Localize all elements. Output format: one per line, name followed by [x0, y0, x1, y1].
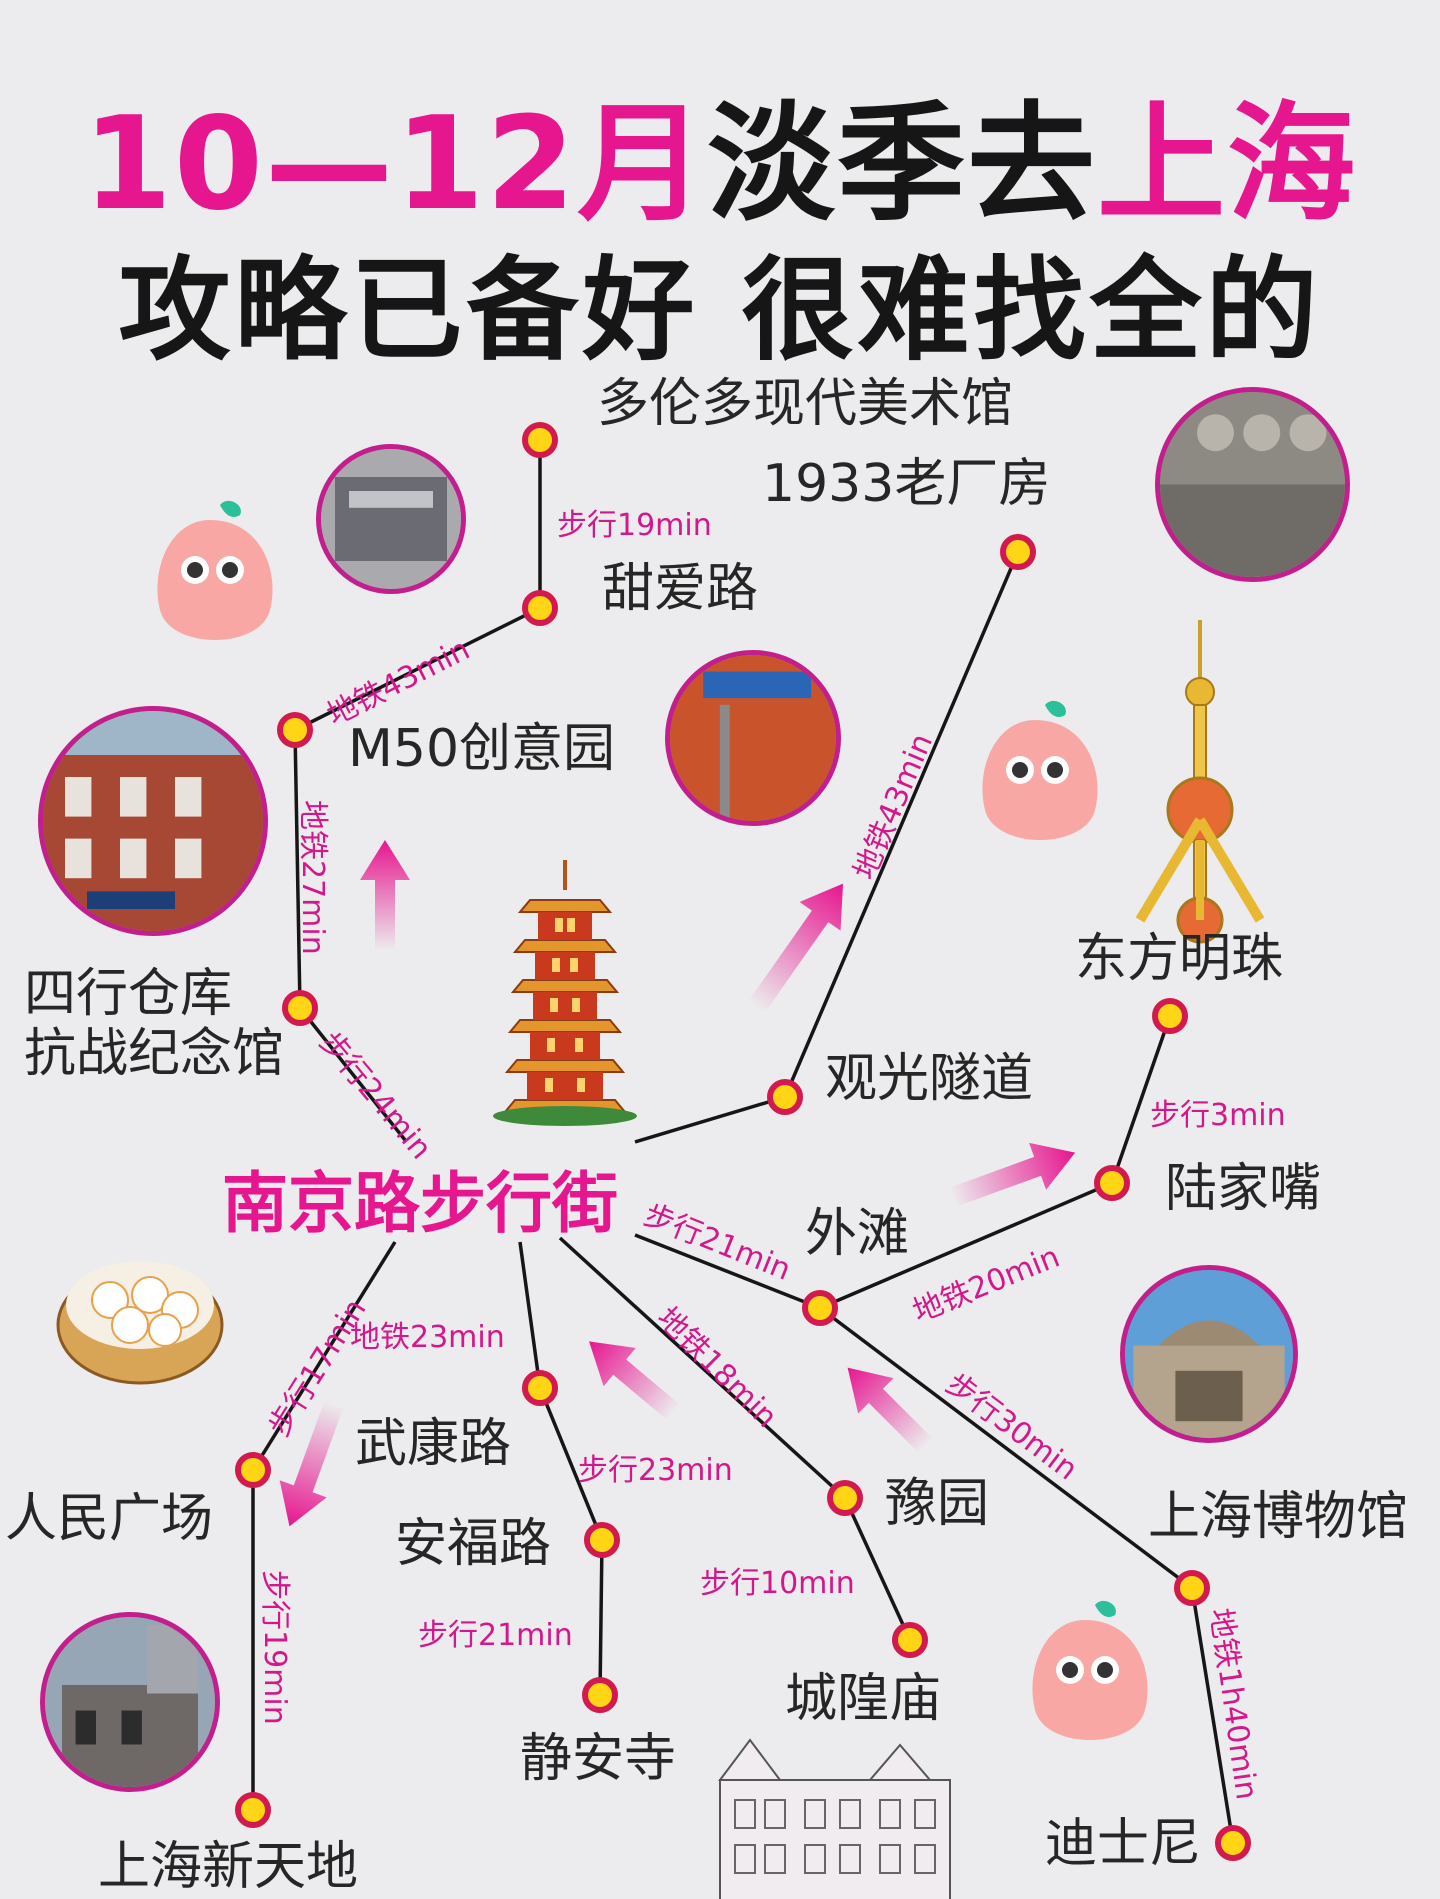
segment-label: 步行23min: [578, 1453, 733, 1488]
route-line: [598, 1539, 604, 1696]
route-line: [783, 551, 1020, 1098]
label-dongfang: 东方明珠: [1075, 929, 1284, 989]
label-laochangfang: 1933老厂房: [762, 454, 1051, 514]
station-disney[interactable]: [1215, 1825, 1251, 1861]
photo-museum: [1120, 1265, 1298, 1443]
label-xintiandi: 上海新天地: [98, 1837, 359, 1897]
label-renmin: 人民广场: [5, 1489, 214, 1549]
label-jingan: 静安寺: [520, 1729, 677, 1789]
segment-label: 地铁27min: [295, 800, 330, 955]
station-waitan[interactable]: [802, 1290, 838, 1326]
segment-label: 地铁23min: [350, 1320, 505, 1355]
page-title: 10—12月淡季去上海: [0, 60, 1440, 245]
label-moca: 多伦多现代美术馆: [597, 374, 1014, 434]
route-line: [251, 1241, 397, 1471]
segment-label: 步行21min: [418, 1618, 573, 1653]
peach-mascot-icon: [1032, 1600, 1148, 1740]
label-anfu: 安福路: [395, 1514, 552, 1574]
route-line: [818, 1306, 1194, 1590]
photo-moca: [316, 444, 466, 594]
title-months: 10—12月: [82, 90, 708, 239]
station-laochangfang[interactable]: [1000, 534, 1036, 570]
label-sihang: 四行仓库 抗战纪念馆: [24, 964, 285, 1084]
segment-label: 步行3min: [1150, 1098, 1286, 1133]
arrow-icon: [847, 1367, 933, 1453]
route-line: [1110, 1015, 1172, 1184]
station-jingan[interactable]: [582, 1677, 618, 1713]
route-line: [294, 606, 541, 732]
title-offseason: 淡季去: [707, 90, 1098, 239]
title-city: 上海: [1097, 90, 1358, 239]
station-wukang[interactable]: [522, 1370, 558, 1406]
route-line: [634, 1095, 786, 1144]
station-dongfang[interactable]: [1152, 998, 1188, 1034]
station-moca[interactable]: [522, 422, 558, 458]
station-yuyuan[interactable]: [827, 1480, 863, 1516]
oriental-pearl-tower-icon: [1135, 620, 1265, 944]
label-guanguang: 观光隧道: [825, 1049, 1034, 1109]
peach-mascot-icon: [982, 700, 1098, 840]
label-m50: M50创意园: [348, 719, 616, 779]
label-lujiazui: 陆家嘴: [1165, 1159, 1322, 1219]
label-disney: 迪士尼: [1045, 1814, 1202, 1874]
station-anfu[interactable]: [584, 1522, 620, 1558]
segment-label: 步行10min: [700, 1566, 855, 1601]
photo-tianai-road: [665, 650, 841, 826]
hub-label[interactable]: 南京路步行街: [222, 1165, 618, 1242]
label-yuyuan: 豫园: [885, 1474, 990, 1534]
route-line: [843, 1497, 912, 1641]
segment-label: 步行19min: [257, 1570, 292, 1725]
station-guanguang[interactable]: [767, 1079, 803, 1115]
xintiandi-building-icon: [718, 1738, 951, 1899]
label-chenghuang: 城隍庙: [785, 1669, 942, 1729]
page-subtitle: 攻略已备好 很难找全的: [118, 246, 1322, 376]
route-line: [558, 1236, 847, 1500]
station-m50[interactable]: [277, 712, 313, 748]
station-xintiandi[interactable]: [235, 1792, 271, 1828]
label-tianai: 甜爱路: [602, 559, 759, 619]
station-bowuguan[interactable]: [1174, 1570, 1210, 1606]
xiaolongbao-icon: [56, 1261, 224, 1385]
photo-m50: [38, 706, 268, 936]
arrow-icon: [360, 840, 410, 950]
segment-label: 步行19min: [557, 508, 712, 543]
arrow-icon: [589, 1341, 680, 1420]
pagoda-icon: [493, 860, 637, 1126]
route-line: [1190, 1587, 1235, 1844]
route-line: [518, 1241, 542, 1389]
station-tianai[interactable]: [522, 590, 558, 626]
station-chenghuang[interactable]: [892, 1622, 928, 1658]
label-wukang: 武康路: [355, 1414, 512, 1474]
peach-mascot-icon: [157, 500, 273, 640]
route-line: [819, 1181, 1113, 1310]
arrow-icon: [748, 883, 844, 1013]
route-line: [634, 1233, 821, 1310]
route-line-group: [251, 440, 1235, 1844]
arrow-icon: [949, 1142, 1076, 1207]
route-line: [298, 1006, 407, 1142]
route-line: [293, 729, 302, 1009]
photo-laochangfang: [1155, 387, 1350, 582]
station-renmin[interactable]: [235, 1452, 271, 1488]
arrow-icon: [279, 1400, 344, 1527]
label-bowuguan: 上海博物馆: [1148, 1487, 1409, 1547]
label-waitan: 外滩: [805, 1204, 910, 1264]
station-lujiazui[interactable]: [1094, 1165, 1130, 1201]
photo-xintiandi: [40, 1612, 220, 1792]
route-line: [538, 1387, 604, 1541]
station-sihang[interactable]: [282, 990, 318, 1026]
